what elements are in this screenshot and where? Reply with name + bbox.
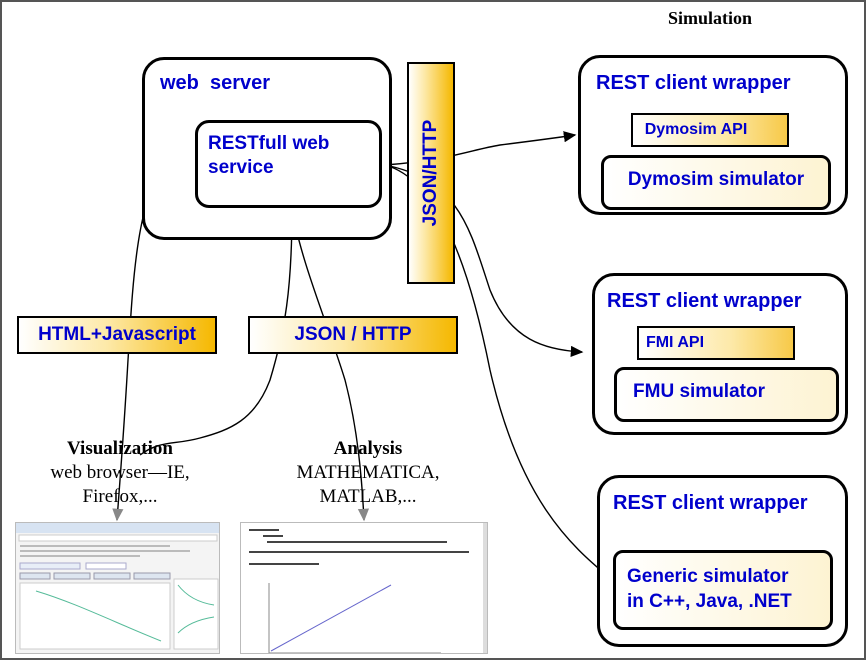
link-json-to-browser [139,207,293,456]
fmi-api-label: FMI API [645,334,705,351]
generic-simulator-label: Generic simulator in C++, Java, .NET [627,566,792,612]
html-js-label: HTML+Javascript [38,324,196,345]
wrapper-dymosim-title: REST client wrapper [596,72,791,94]
browser-screenshot-art [16,523,219,650]
dymosim-api-label: Dymosim API [644,121,748,138]
analysis-heading: Analysis [333,438,403,459]
fmu-simulator-box [614,367,839,422]
browser-screenshot [15,522,220,654]
mathematica-screenshot-art [249,523,487,653]
dymosim-simulator-label: Dymosim simulator [627,169,805,190]
dymosim-simulator-box [601,155,831,210]
dymosim-api-box [631,113,789,147]
analysis-line1: MATHEMATICA, [296,462,440,483]
visualization-line1: web browser—IE, [50,462,190,483]
visualization-heading: Visualization [67,438,173,459]
visualization-line2: Firefox,... [82,486,158,507]
restful-service-label: RESTfull web service [208,133,330,178]
fmi-api-box [637,326,795,360]
fmu-simulator-label: FMU simulator [633,381,765,402]
mathematica-screenshot [240,522,488,654]
web-server-label: web server [160,72,271,94]
generic-simulator-box [613,550,833,630]
json-http-box [248,316,458,354]
link-to-analysis [291,207,370,522]
restful-service-box [195,120,382,208]
json-http-vertical-label: JSON/HTTP [420,119,441,227]
analysis-line2: MATLAB,... [319,486,417,507]
diagram-title: Simulation [668,8,753,28]
html-js-box [17,316,217,354]
json-http-vertical-box [407,62,455,284]
wrapper-fmu-title: REST client wrapper [607,290,802,312]
wrapper-generic-title: REST client wrapper [613,492,808,514]
json-http-label: JSON / HTTP [294,324,412,345]
